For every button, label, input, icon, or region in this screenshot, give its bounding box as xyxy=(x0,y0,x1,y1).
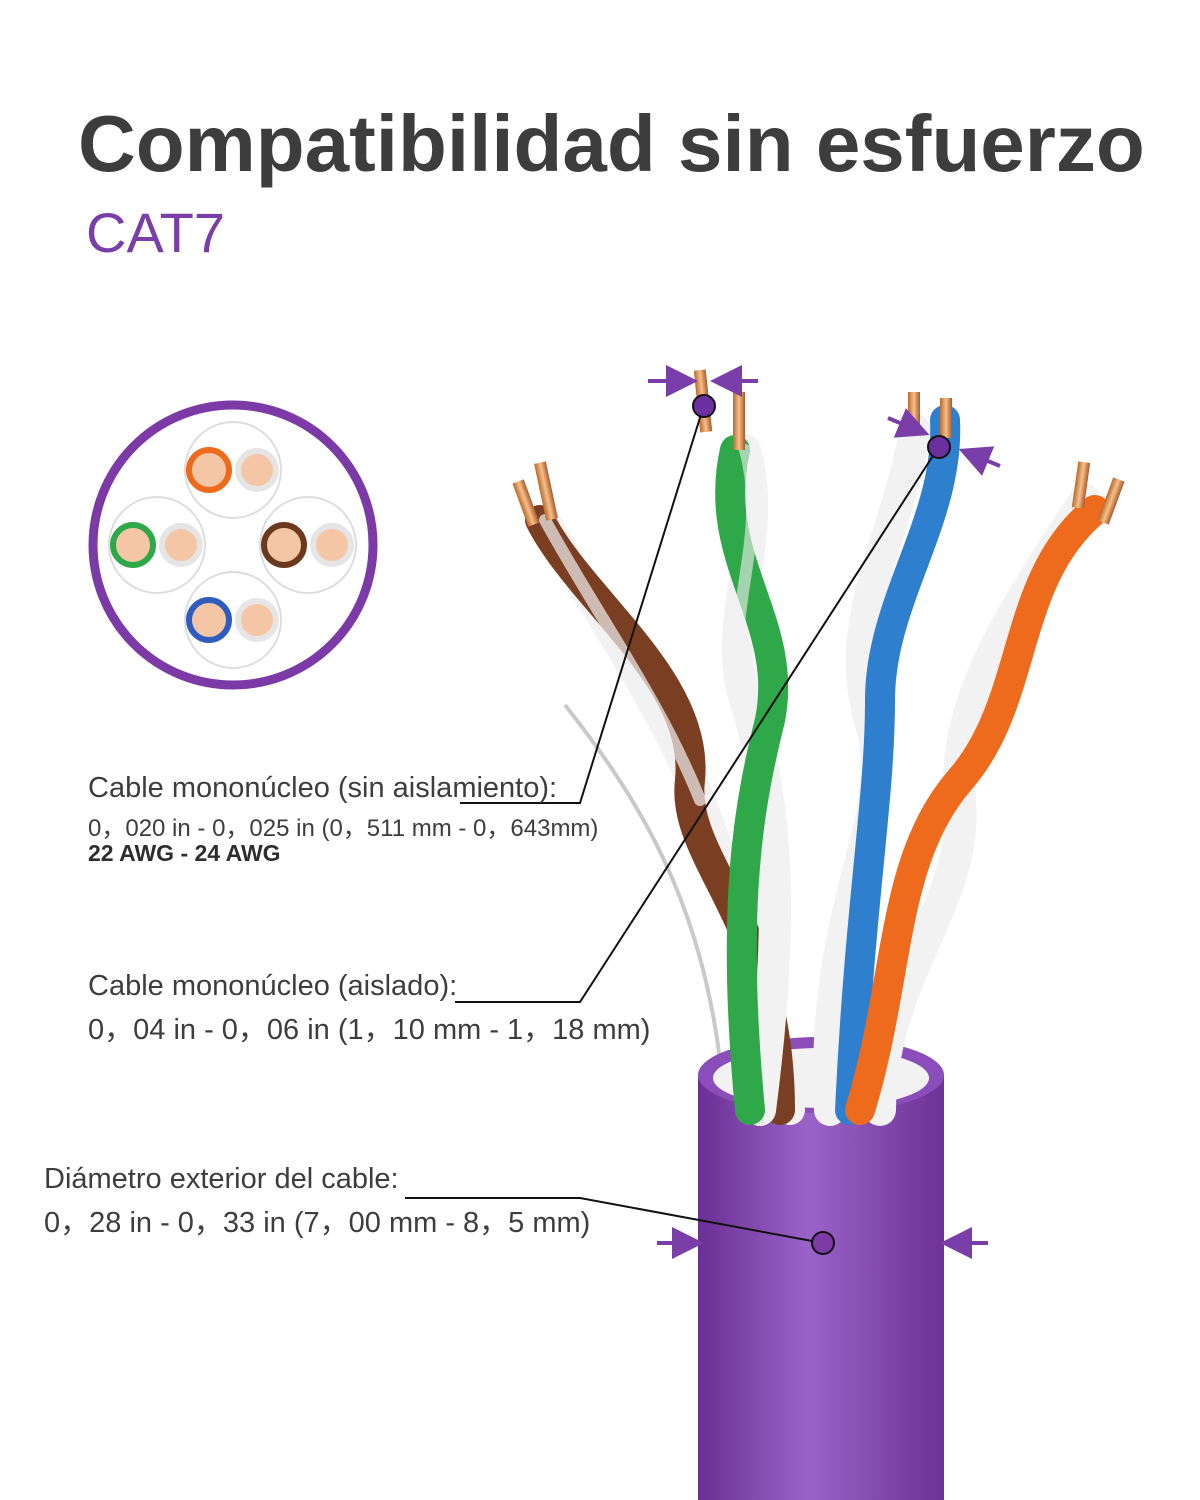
jacket-ring xyxy=(88,400,378,690)
category-subtitle: CAT7 xyxy=(86,201,225,264)
pair-brown-section xyxy=(259,496,357,594)
outer-diameter-leader xyxy=(405,1197,835,1255)
pair-orange-section xyxy=(184,421,282,519)
outer-diameter-label: Diámetro exterior del cable: xyxy=(44,1163,399,1195)
pair-green-section xyxy=(108,496,206,594)
insulated-wire-size: 0，04 in - 0，06 in (1，10 mm - 1，18 mm) xyxy=(88,1014,651,1046)
bare-wire-label: Cable mononúcleo (sin aislamiento): xyxy=(88,772,558,804)
pair-blue-wires xyxy=(813,392,961,1126)
cross-section-diagram xyxy=(88,400,378,690)
page-title: Compatibilidad sin esfuerzo xyxy=(78,99,1145,188)
bare-wire-size: 0，020 in - 0，025 in (0，511 mm - 0，643mm) xyxy=(88,815,599,842)
pair-blue-section xyxy=(184,571,282,669)
outer-diameter-size: 0，28 in - 0，33 in (7，00 mm - 8，5 mm) xyxy=(44,1207,591,1239)
pair-orange-wires xyxy=(845,461,1125,1126)
insulated-wire-label: Cable mononúcleo (aislado): xyxy=(88,970,458,1002)
pair-green-wires xyxy=(693,369,792,1126)
bare-wire-leader xyxy=(460,394,716,804)
insulated-wire-leader xyxy=(455,435,951,1003)
insulated-wire-dimension-arrows xyxy=(887,408,1001,476)
bare-wire-gauge: 22 AWG - 24 AWG xyxy=(88,840,281,866)
drain-wire xyxy=(563,703,722,1061)
